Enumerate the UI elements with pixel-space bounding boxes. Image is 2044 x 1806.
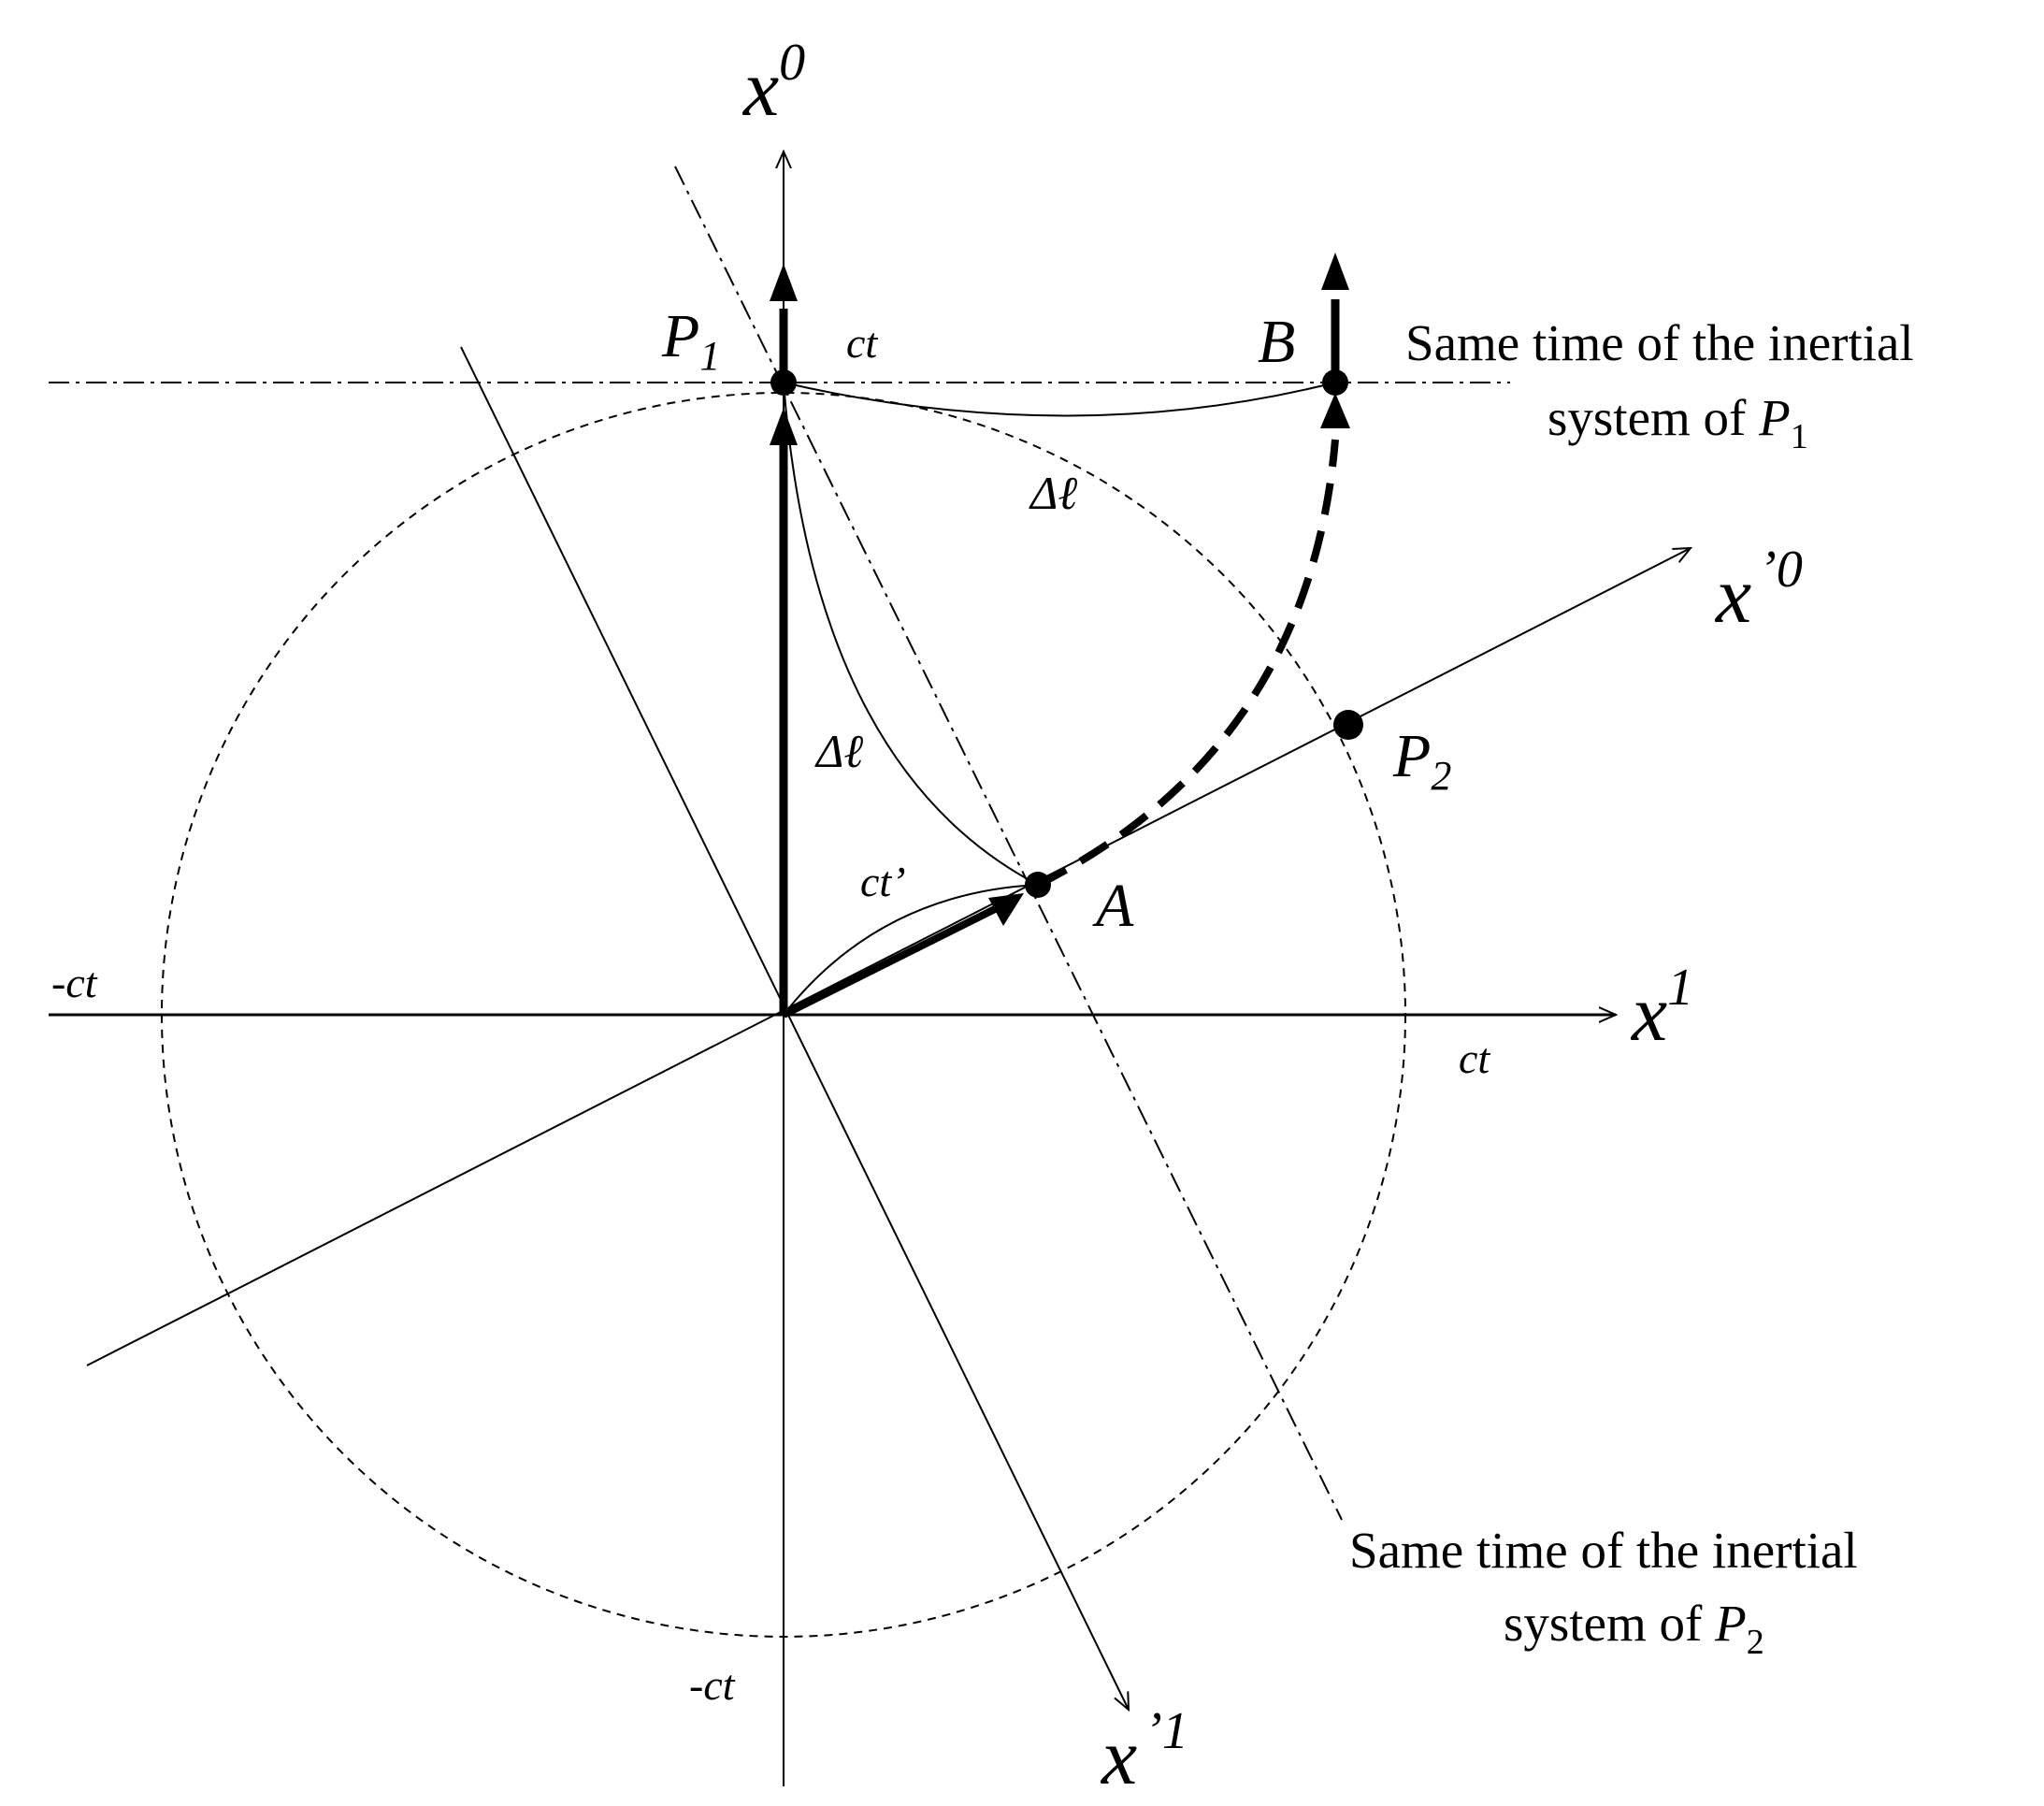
vector-origin-to-a	[782, 903, 1000, 1019]
p1-annotation-line2: system of P1	[1547, 389, 1808, 456]
vector-origin-to-a-arrowhead	[988, 893, 1024, 926]
b-label: B	[1258, 308, 1295, 376]
vector-origin-to-p1-arrowhead	[770, 408, 798, 445]
p1-label: P1	[661, 302, 720, 379]
x0-prime-axis-label: x’0	[1714, 541, 1803, 640]
neg-ct-label-left: -ct	[51, 959, 98, 1006]
vector-at-p1-arrowhead	[770, 264, 798, 301]
ct-prime-label: ct’	[860, 858, 906, 905]
point-p2	[1333, 710, 1363, 740]
neg-ct-label-bottom: -ct	[689, 1661, 736, 1709]
point-b	[1322, 369, 1348, 396]
point-a	[1025, 872, 1051, 898]
point-p1	[770, 369, 797, 396]
p2-simultaneity-line	[674, 166, 1343, 1521]
x1-prime-axis-label: x’1	[1100, 1702, 1188, 1801]
vector-at-b-arrowhead	[1321, 253, 1349, 290]
x1-axis-label: x1	[1630, 959, 1693, 1058]
x0-axis-label: x0	[741, 34, 805, 133]
delta-l-upper-label: Δℓ	[1029, 467, 1077, 519]
p2-annotation-line1: Same time of the inertial	[1349, 1522, 1858, 1579]
curve-p1-to-a	[783, 382, 1039, 886]
p1-annotation-line1: Same time of the inertial	[1405, 314, 1914, 371]
arrowhead-below-b	[1320, 393, 1350, 428]
curve-ct-prime	[783, 884, 1039, 1016]
ct-label-top: ct	[846, 319, 878, 367]
x0-prime-axis	[86, 548, 1691, 1366]
x1-prime-axis	[460, 346, 1129, 1710]
worldline-a-to-b	[1036, 439, 1339, 889]
a-label: A	[1092, 872, 1134, 940]
p2-label: P2	[1392, 722, 1451, 799]
p2-annotation-line2: system of P2	[1504, 1595, 1764, 1662]
ct-label-right: ct	[1459, 1034, 1490, 1082]
delta-l-middle-label: Δℓ	[814, 725, 863, 777]
curve-p1-to-b	[783, 382, 1336, 417]
